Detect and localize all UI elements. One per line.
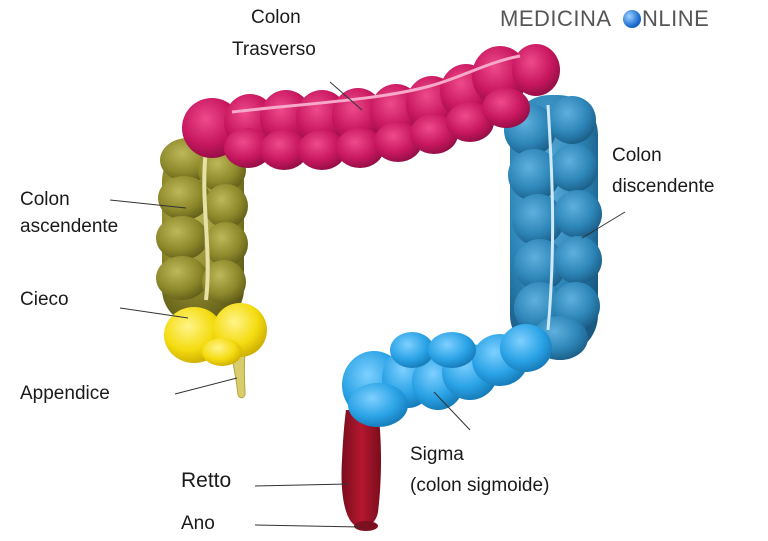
anus bbox=[354, 521, 378, 531]
leader-appendice bbox=[174, 377, 238, 395]
label-colon-discendente-line2: discendente bbox=[612, 176, 715, 197]
label-appendice: Appendice bbox=[20, 383, 110, 404]
descending-colon bbox=[504, 95, 602, 360]
cecum bbox=[164, 303, 267, 366]
leader-ano bbox=[254, 524, 361, 528]
leader-retto bbox=[254, 483, 349, 487]
globe-icon bbox=[622, 10, 641, 28]
label-sigma-line1: Sigma bbox=[410, 444, 464, 465]
label-retto: Retto bbox=[181, 469, 232, 492]
label-sigma-line2: (colon sigmoide) bbox=[410, 475, 550, 496]
brand-text-right: NLINE bbox=[641, 6, 710, 31]
label-ano: Ano bbox=[181, 513, 215, 534]
leader-cieco bbox=[119, 307, 189, 319]
leader-colon-trasverso bbox=[329, 81, 363, 111]
label-colon-trasverso-line2: Trasverso bbox=[232, 39, 316, 60]
label-colon-ascendente-line2: ascendente bbox=[20, 216, 119, 237]
leader-colon-ascendente bbox=[109, 199, 187, 209]
label-colon-discendente-line1: Colon bbox=[612, 145, 662, 166]
rectum bbox=[341, 410, 381, 528]
ascending-colon bbox=[156, 138, 248, 325]
label-colon-ascendente-line1: Colon bbox=[20, 189, 70, 210]
brand-logo: MEDICINA NLINE bbox=[500, 6, 709, 32]
leader-sigma bbox=[433, 391, 471, 431]
label-cieco: Cieco bbox=[20, 289, 69, 310]
transverse-colon bbox=[182, 44, 560, 170]
brand-text-left: MEDICINA bbox=[500, 6, 617, 31]
sigmoid-colon bbox=[342, 324, 552, 427]
label-colon-trasverso-line1: Colon bbox=[251, 7, 301, 28]
leader-lines bbox=[109, 81, 626, 528]
leader-colon-discendente bbox=[581, 211, 626, 239]
